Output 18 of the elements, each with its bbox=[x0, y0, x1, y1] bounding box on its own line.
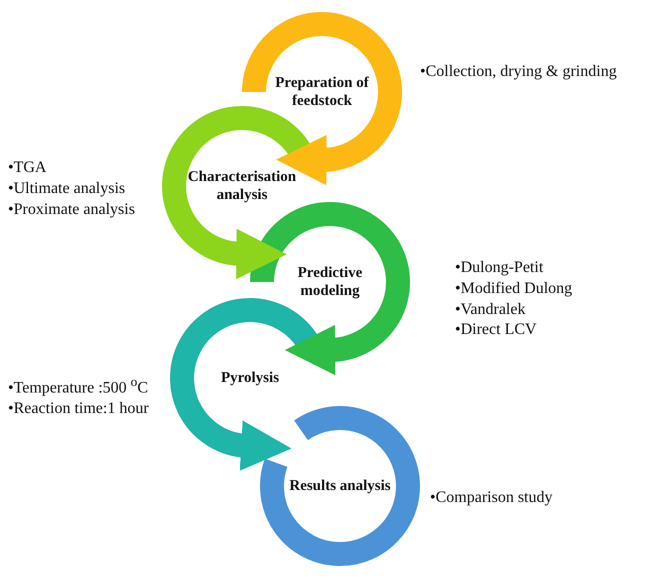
bullet-text: •Reaction time:1 hour bbox=[8, 399, 149, 420]
step-label: Pyrolysis bbox=[220, 369, 280, 387]
bullet-text: •TGA bbox=[8, 158, 48, 178]
bullet-text: •Modified Dulong bbox=[455, 278, 572, 299]
step-label: Results analysis bbox=[289, 477, 391, 495]
bullet-text: •Temperature :500 $^{o}$C bbox=[8, 373, 149, 398]
step-label: Preparation of feedstock bbox=[274, 74, 370, 110]
bullet-text: •Comparison study bbox=[430, 488, 552, 508]
bullet-text: •Proximate analysis bbox=[8, 200, 135, 220]
arrow bbox=[196, 419, 292, 470]
bullet-text: •Collection, drying & grinding bbox=[420, 62, 617, 82]
step-label: Characterisation analysis bbox=[186, 168, 298, 204]
arrow bbox=[189, 227, 287, 279]
step-label: Predictive modeling bbox=[296, 264, 364, 300]
bullet-text: •Direct LCV bbox=[455, 320, 538, 340]
bullet-text: •Dulong-Petit bbox=[455, 258, 544, 278]
bullet-text: •Ultimate analysis bbox=[8, 178, 126, 199]
bullet-text: •Vandralek bbox=[455, 300, 526, 320]
